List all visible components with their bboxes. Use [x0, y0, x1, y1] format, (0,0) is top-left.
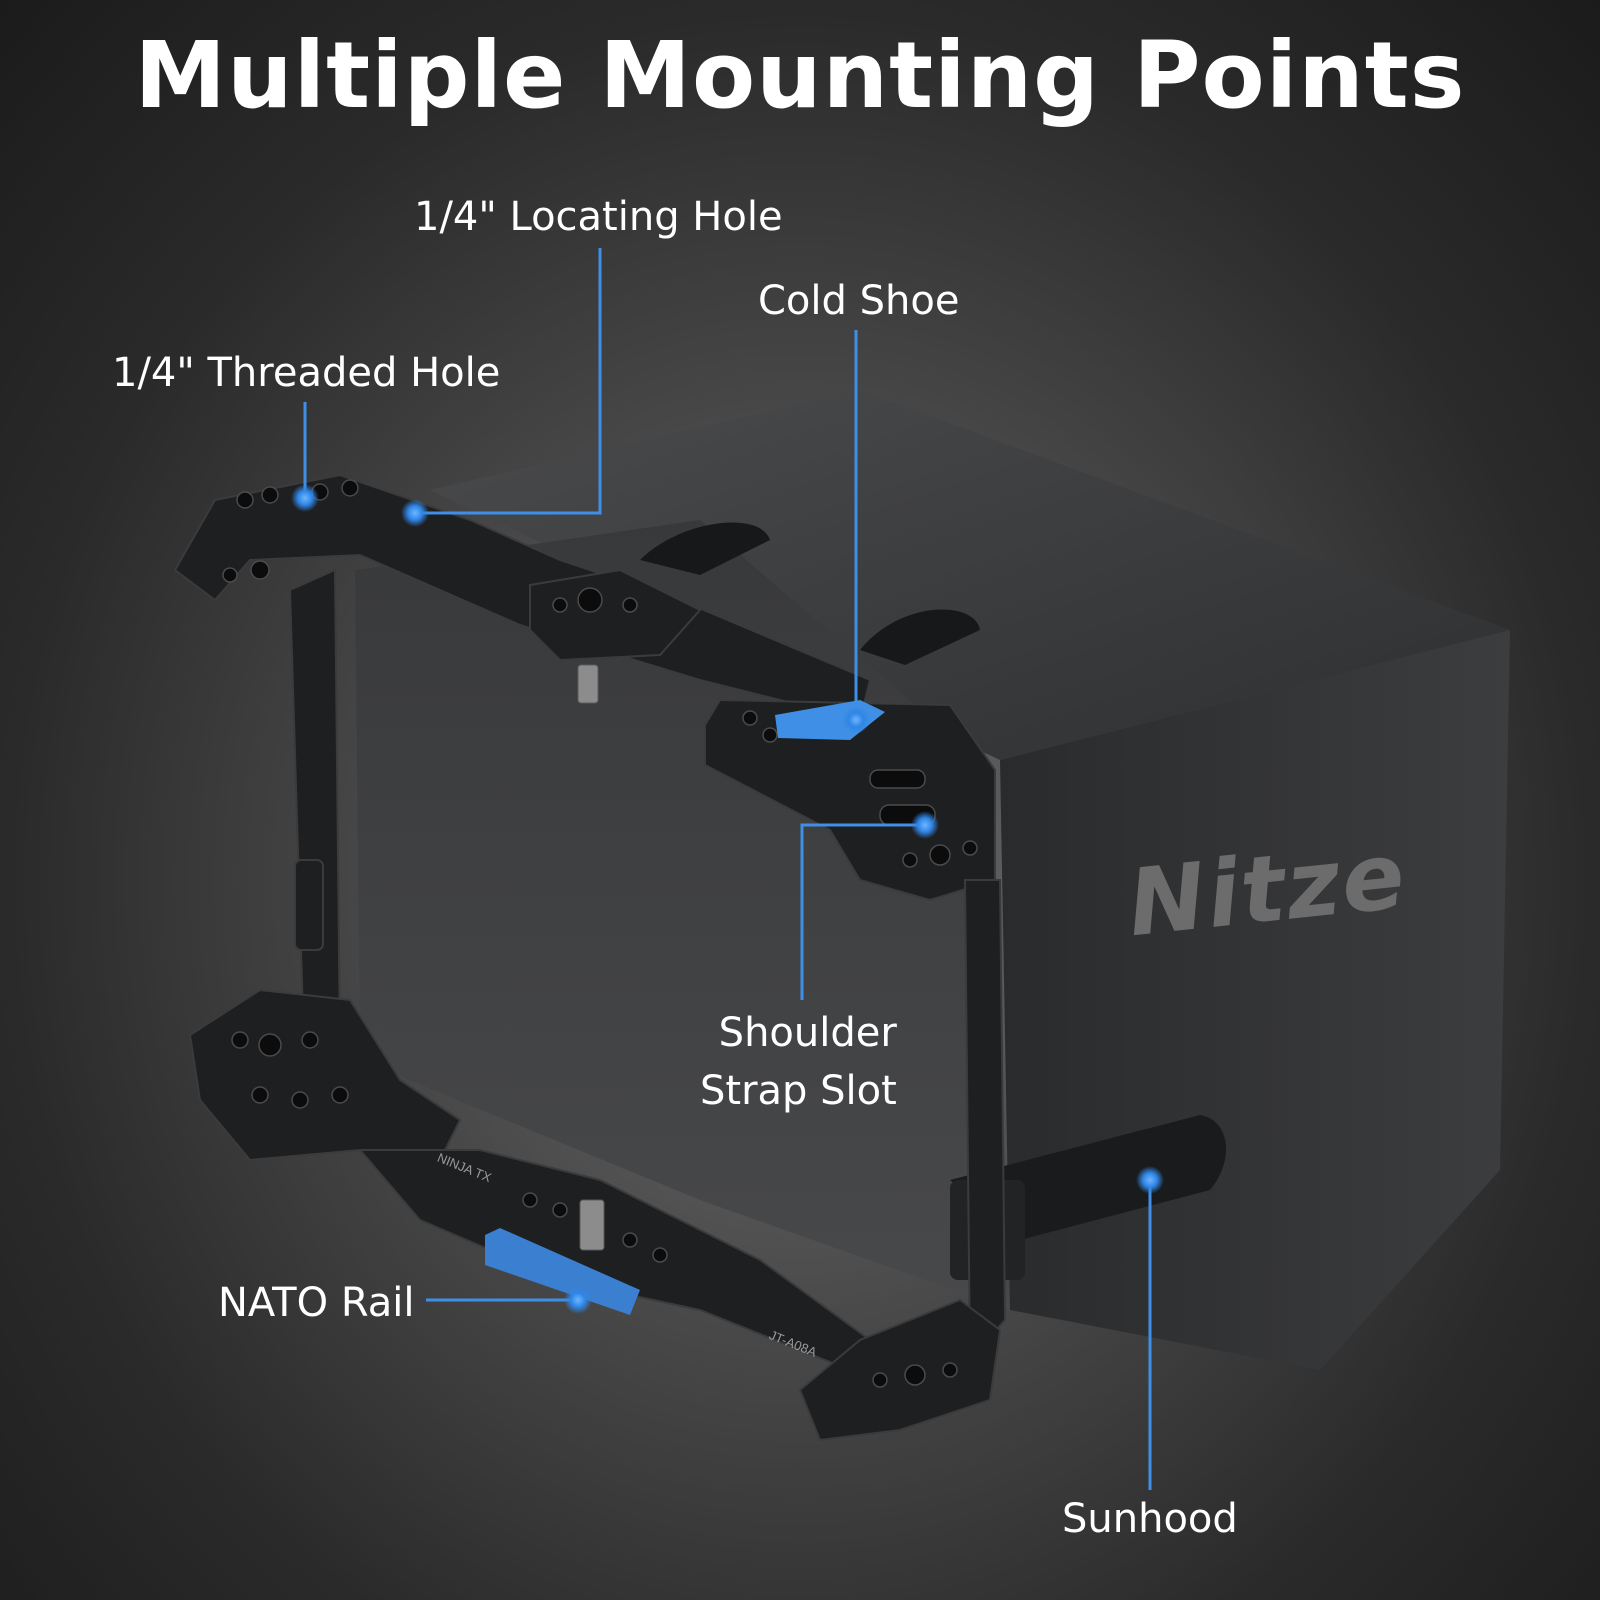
sunhood-top-panel: [430, 390, 1510, 760]
threaded-hole-label: 1/4" Threaded Hole: [112, 350, 501, 396]
cage-frame: [173, 473, 1007, 1442]
locating-hole-dot: [401, 499, 429, 527]
nato-rail-label: NATO Rail: [218, 1280, 415, 1326]
cage-top-rail: [173, 473, 872, 722]
sunhood-dot: [1136, 1166, 1164, 1194]
sunhood-label: Sunhood: [1062, 1496, 1238, 1542]
nato-rail-dot: [564, 1286, 592, 1314]
shoulder-strap-label: Shoulder Strap Slot: [700, 1004, 897, 1120]
top-screw: [577, 664, 599, 704]
sunhood: [355, 390, 1510, 1370]
callout-dots: [291, 484, 1164, 1314]
cold-shoe-label: Cold Shoe: [758, 278, 960, 324]
cold-shoe-dot: [842, 706, 870, 734]
mounting-holes: [222, 479, 978, 1388]
bottom-screw: [579, 1199, 605, 1251]
cage-top-right-block: [704, 698, 996, 902]
callout-lines: [303, 248, 1152, 1490]
mounting-screws: [577, 664, 605, 1251]
cage-right-upright: [963, 879, 1007, 1363]
cage-bottom-right-block: [798, 1298, 1002, 1442]
shoulder-strap-label-line1: Shoulder: [718, 1010, 897, 1056]
shoulder-strap-line: [800, 823, 925, 1000]
locating-hole-line: [415, 248, 602, 515]
velcro-strap-top: [640, 522, 770, 575]
cage-top-center-plate: [529, 568, 702, 662]
cage-left-hinge: [294, 859, 324, 951]
cage-bottom-left-block: [188, 988, 462, 1162]
threaded-hole-dot: [291, 484, 319, 512]
shoulder-strap-dot: [911, 811, 939, 839]
shoulder-strap-label-line2: Strap Slot: [700, 1068, 897, 1114]
velcro-strap-middle: [860, 609, 980, 665]
page-title: Multiple Mounting Points: [134, 22, 1466, 129]
nato-rail-highlight: [485, 1228, 640, 1315]
sunhood-side-panel: [1000, 630, 1510, 1370]
locating-hole-label: 1/4" Locating Hole: [414, 194, 783, 240]
